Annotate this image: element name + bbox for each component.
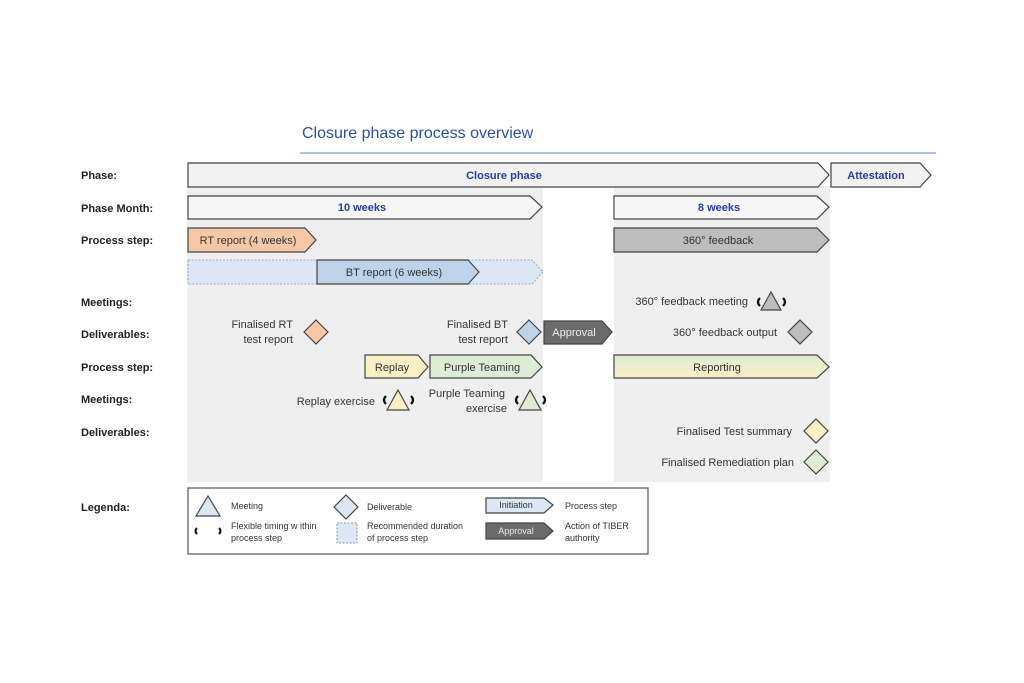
- process-step-replay: Replay: [364, 354, 429, 379]
- purple-teaming-exercise-meeting-icon: [514, 388, 547, 411]
- replay-label: Replay: [375, 362, 410, 374]
- legend-deliverable-label: Deliverable: [367, 502, 412, 512]
- legend-process-step-label: Process step: [565, 501, 617, 511]
- rt-report-label: RT report (4 weeks): [200, 235, 297, 247]
- approval-action: Approval: [543, 320, 613, 345]
- legend: Meeting Flexible timing w ithin process …: [187, 487, 649, 555]
- row-label-process-step-2: Process step:: [81, 362, 153, 374]
- legend-flexible-label-1: Flexible timing w ithin: [231, 521, 317, 531]
- flexible-left-bracket-icon: [514, 395, 519, 405]
- finalised-remediation-plan-icon: [803, 449, 829, 475]
- legend-approval-sample: Approval: [485, 522, 554, 540]
- legend-flexible-label-2: process step: [231, 533, 282, 543]
- finalised-remediation-plan-label: Finalised Remediation plan: [661, 457, 794, 469]
- legend-meeting-icon: [194, 494, 222, 517]
- process-step-rt-report: RT report (4 weeks): [187, 227, 317, 253]
- process-step-360-feedback: 360° feedback: [613, 227, 830, 253]
- flexible-right-bracket-icon: [410, 395, 415, 405]
- phase-month-8-weeks-label: 8 weeks: [698, 202, 740, 214]
- legend-recommended-label-1: Recommended duration: [367, 521, 463, 531]
- legend-flexible-right-icon: [218, 527, 222, 535]
- legend-recommended-label-2: of process step: [367, 533, 428, 543]
- approval-label: Approval: [552, 327, 595, 339]
- phase-month-10-weeks: 10 weeks: [187, 195, 543, 220]
- finalised-rt-label-2: test report: [243, 334, 293, 346]
- feedback-360-label: 360° feedback: [683, 235, 754, 247]
- row-label-deliverables: Deliverables:: [81, 329, 149, 341]
- row-label-process-step: Process step:: [81, 235, 153, 247]
- feedback-360-meeting-icon: [756, 290, 787, 311]
- legend-flexible-left-icon: [194, 527, 198, 535]
- legend-meeting-label: Meeting: [231, 501, 263, 511]
- feedback-360-meeting-label: 360° feedback meeting: [635, 296, 748, 308]
- phase-closure: Closure phase: [187, 162, 830, 188]
- flexible-left-bracket-icon: [382, 395, 387, 405]
- finalised-bt-label-1: Finalised BT: [447, 319, 508, 331]
- process-step-purple-teaming: Purple Teaming: [429, 354, 543, 379]
- flexible-left-bracket-icon: [756, 297, 761, 307]
- replay-exercise-meeting-icon: [382, 388, 415, 411]
- phase-month-8-weeks: 8 weeks: [613, 195, 830, 220]
- legend-tiber-label-2: authority: [565, 533, 600, 543]
- phase-attestation-label: Attestation: [847, 170, 905, 182]
- phase-month-10-weeks-label: 10 weeks: [338, 202, 386, 214]
- bt-report-label: BT report (6 weeks): [346, 267, 442, 279]
- reporting-label: Reporting: [693, 362, 741, 374]
- finalised-rt-deliverable-icon: [303, 319, 329, 345]
- process-step-bt-report: BT report (6 weeks): [316, 259, 480, 285]
- page-title: Closure phase process overview: [302, 125, 534, 142]
- legend-recommended-icon: [336, 522, 358, 544]
- row-label-phase-month: Phase Month:: [81, 203, 153, 215]
- flexible-right-bracket-icon: [782, 297, 787, 307]
- flexible-right-bracket-icon: [542, 395, 547, 405]
- finalised-bt-deliverable-icon: [516, 319, 542, 345]
- finalised-test-summary-label: Finalised Test summary: [677, 426, 793, 438]
- row-label-meetings: Meetings:: [81, 297, 132, 309]
- row-label-legenda: Legenda:: [81, 502, 130, 514]
- replay-exercise-label: Replay exercise: [297, 396, 375, 408]
- row-label-meetings-2: Meetings:: [81, 394, 132, 406]
- finalised-bt-label-2: test report: [458, 334, 508, 346]
- phase-closure-label: Closure phase: [466, 170, 542, 182]
- process-step-reporting: Reporting: [613, 354, 830, 379]
- legend-approval-label: Approval: [498, 526, 534, 536]
- phase-attestation: Attestation: [830, 162, 932, 188]
- finalised-test-summary-icon: [803, 418, 829, 444]
- legend-deliverable-icon: [333, 494, 359, 520]
- purple-teaming-label: Purple Teaming: [444, 362, 520, 374]
- row-label-phase: Phase:: [81, 170, 117, 182]
- feedback-360-output-icon: [787, 319, 813, 345]
- legend-initiation-label: Initiation: [499, 500, 533, 510]
- legend-process-step-sample: Initiation: [485, 497, 554, 514]
- purple-teaming-exercise-label-1: Purple Teaming: [429, 388, 505, 400]
- finalised-rt-label-1: Finalised RT: [231, 319, 293, 331]
- purple-teaming-exercise-label-2: exercise: [466, 403, 507, 415]
- feedback-360-output-label: 360° feedback output: [673, 327, 777, 339]
- row-label-deliverables-2: Deliverables:: [81, 427, 149, 439]
- legend-tiber-label-1: Action of TIBER: [565, 521, 629, 531]
- legend-box: [187, 487, 649, 555]
